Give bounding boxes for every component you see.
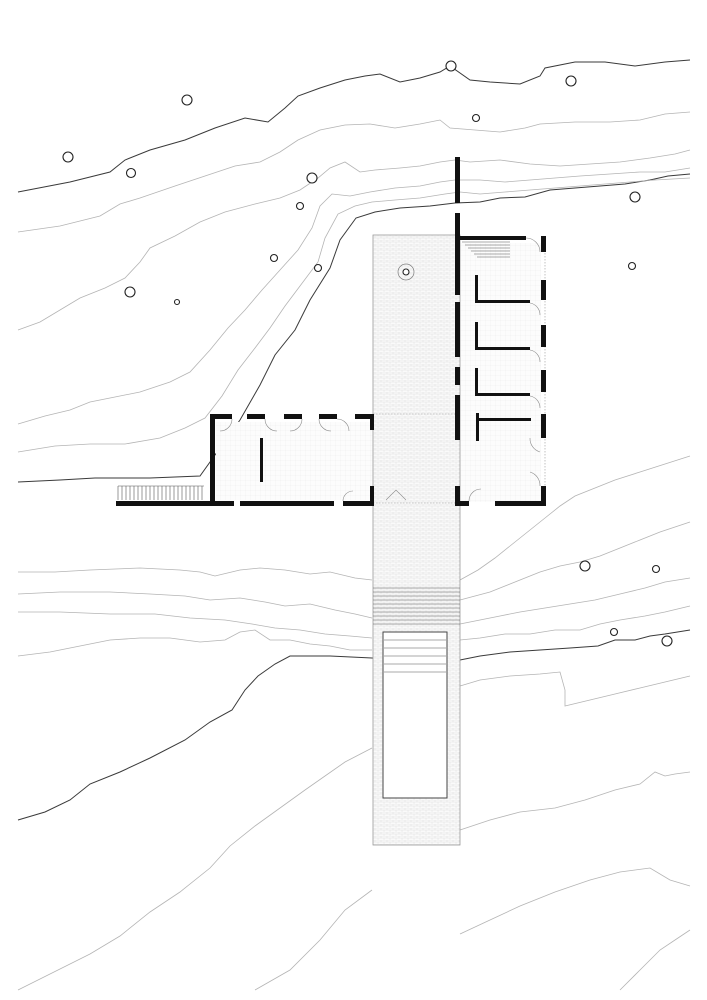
door-swing-icon [468, 488, 482, 502]
main-contour-lower [17, 629, 691, 821]
tree-circle-icon [609, 627, 619, 637]
tree-circle-icon [471, 113, 481, 123]
tree-circle-icon [62, 151, 74, 163]
tree-circle-icon [651, 564, 661, 574]
west-wing-walls [116, 414, 374, 506]
door-swing-icon [219, 418, 233, 432]
tree-circle-icon [661, 635, 673, 647]
tree-circle-icon [306, 172, 318, 184]
walkway-stairs [373, 587, 460, 625]
north-fin-wall [455, 157, 460, 203]
door-swing-icon [264, 418, 278, 432]
tree-circle-icon [627, 261, 637, 271]
door-swing-icon [336, 418, 350, 432]
door-swing-icon [385, 489, 407, 501]
main-contour-upper [17, 59, 691, 193]
door-swing-icon [529, 437, 541, 453]
door-swing-icon [529, 395, 541, 409]
terrain-contours [17, 59, 691, 991]
tree-circle-icon [629, 191, 641, 203]
door-swing-icon [529, 471, 541, 487]
door-swing-icon [529, 349, 541, 363]
round-table-center [402, 268, 410, 276]
east-wing-stairs [462, 241, 510, 258]
door-swing-icon [529, 302, 541, 316]
door-swing-icon [342, 490, 354, 502]
swimming-pool [382, 631, 448, 799]
door-swing-icon [318, 418, 332, 432]
tree-circle-icon [173, 298, 181, 306]
east-wing-doors [468, 237, 541, 502]
tree-circle-icon [125, 167, 137, 179]
east-wing-walls [455, 157, 546, 506]
tree-circle-icon [445, 60, 457, 72]
east-wing-floor [460, 243, 541, 502]
building-plan [116, 157, 546, 846]
west-wing-floor [216, 422, 373, 500]
west-entry-stairs [117, 485, 204, 500]
tree-circle-icon [181, 94, 193, 106]
round-table [397, 263, 415, 281]
pool-steps [384, 639, 446, 673]
tree-circle-icon [295, 201, 305, 211]
door-swing-icon [289, 418, 303, 432]
tree-circle-icon [269, 253, 279, 263]
west-wing-doors [219, 418, 354, 502]
tree-circle-icon [124, 286, 136, 298]
trees [62, 60, 673, 647]
tree-circle-icon [313, 263, 323, 273]
tree-circle-icon [565, 75, 577, 87]
door-swing-icon [525, 237, 541, 253]
tree-circle-icon [579, 560, 591, 572]
